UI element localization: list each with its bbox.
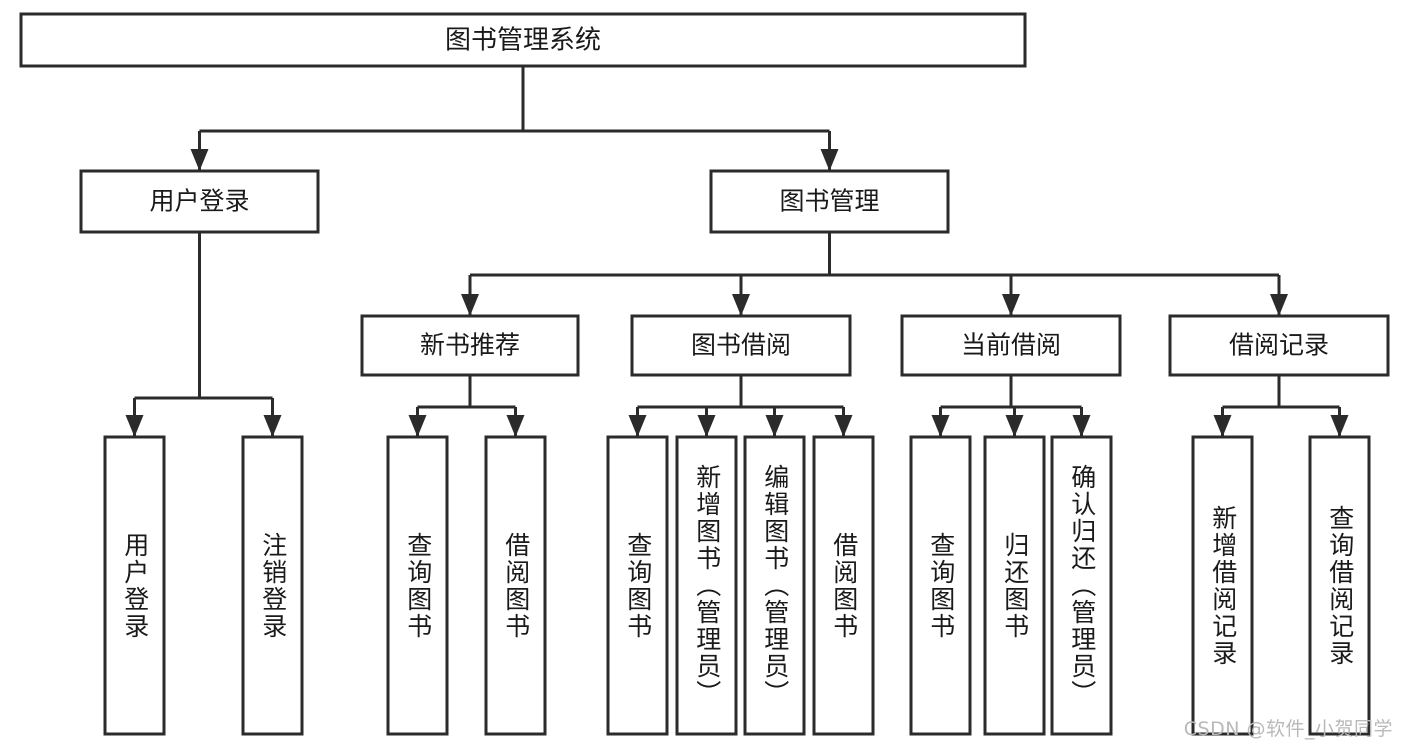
arrow-head-icon bbox=[190, 149, 209, 171]
arrow-head-icon bbox=[1213, 415, 1232, 437]
arrow-head-icon bbox=[1330, 415, 1349, 437]
arrow-head-icon bbox=[931, 415, 950, 437]
leaf-box[interactable] bbox=[103, 435, 166, 736]
arrow-head-icon bbox=[263, 415, 282, 437]
leaf-box[interactable] bbox=[1050, 435, 1113, 736]
leaf-box[interactable] bbox=[983, 435, 1046, 736]
leaf-box[interactable] bbox=[1308, 435, 1371, 736]
leaf-box[interactable] bbox=[1191, 435, 1254, 736]
leaf-box[interactable] bbox=[909, 435, 972, 736]
arrow-head-icon bbox=[697, 415, 716, 437]
leaf-box[interactable] bbox=[484, 435, 547, 736]
level3-box[interactable] bbox=[1168, 314, 1390, 377]
arrow-head-icon bbox=[125, 415, 144, 437]
arrow-head-icon bbox=[408, 415, 427, 437]
level3-label: 图书借阅 bbox=[691, 331, 791, 360]
arrow-head-icon bbox=[1072, 415, 1091, 437]
arrow-head-icon bbox=[732, 294, 750, 316]
level3-label: 新书推荐 bbox=[420, 331, 520, 360]
arrow-head-icon bbox=[834, 415, 853, 437]
leaf-box[interactable] bbox=[812, 435, 875, 736]
arrow-head-icon bbox=[765, 415, 784, 437]
level2-label: 图书管理 bbox=[779, 187, 879, 216]
level3-label: 当前借阅 bbox=[961, 331, 1061, 360]
box-layer bbox=[19, 12, 1390, 736]
arrow-head-icon bbox=[1270, 294, 1288, 316]
arrow-head-icon bbox=[628, 415, 647, 437]
leaf-box[interactable] bbox=[606, 435, 669, 736]
arrow-head-icon bbox=[820, 149, 839, 171]
level3-box[interactable] bbox=[360, 314, 580, 377]
arrow-head-icon bbox=[506, 415, 525, 437]
level2-box[interactable] bbox=[709, 169, 950, 234]
root-box[interactable] bbox=[19, 12, 1027, 68]
leaf-box[interactable] bbox=[386, 435, 449, 736]
connector-layer bbox=[125, 66, 1349, 437]
leaf-box[interactable] bbox=[241, 435, 304, 736]
level2-box[interactable] bbox=[79, 169, 320, 234]
leaf-box[interactable] bbox=[675, 435, 738, 736]
level3-box[interactable] bbox=[900, 314, 1122, 377]
csdn-watermark: CSDN @软件_小贺同学 bbox=[1183, 718, 1393, 740]
arrow-head-icon bbox=[461, 294, 479, 316]
arrow-head-icon bbox=[1002, 294, 1020, 316]
level3-box[interactable] bbox=[630, 314, 852, 377]
level3-label: 借阅记录 bbox=[1229, 331, 1329, 360]
leaf-box[interactable] bbox=[743, 435, 806, 736]
root-label: 图书管理系统 bbox=[445, 26, 601, 56]
level2-label: 用户登录 bbox=[149, 187, 249, 216]
arrow-head-icon bbox=[1005, 415, 1024, 437]
